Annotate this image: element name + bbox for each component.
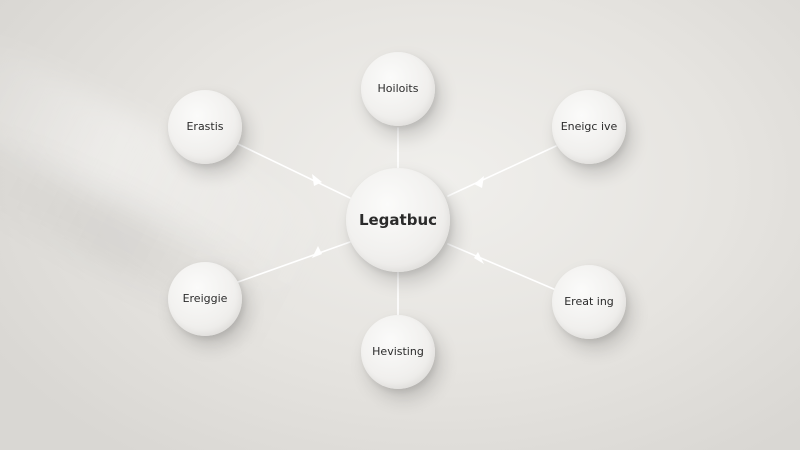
node-top-label: Hoiloits bbox=[377, 81, 419, 95]
connector-top-right bbox=[447, 145, 557, 197]
node-top-left: Erastis bbox=[168, 90, 242, 164]
connector-top-left bbox=[237, 143, 351, 199]
connector-bottom-left bbox=[237, 241, 351, 283]
node-top-left-label: Erastis bbox=[186, 119, 224, 133]
arrowhead-top-left bbox=[312, 174, 322, 186]
connector-bottom-right bbox=[447, 243, 557, 291]
node-bottom-label: Hevisting bbox=[372, 344, 424, 358]
node-bottom-right-label: Ereat ing bbox=[564, 294, 614, 308]
arrowhead-bottom-left bbox=[312, 246, 322, 258]
center-node: Legatbuc bbox=[346, 168, 450, 272]
node-bottom-left-label: Ereiggie bbox=[182, 291, 228, 305]
node-bottom-left: Ereiggie bbox=[168, 262, 242, 336]
arrowhead-bottom-right bbox=[474, 252, 484, 264]
node-top-right: Eneigc ive bbox=[552, 90, 626, 164]
node-top: Hoiloits bbox=[361, 52, 435, 126]
arrowhead-top-right bbox=[474, 176, 484, 188]
node-bottom: Hevisting bbox=[361, 315, 435, 389]
node-bottom-right: Ereat ing bbox=[552, 265, 626, 339]
center-node-label: Legatbuc bbox=[358, 210, 438, 229]
node-top-right-label: Eneigc ive bbox=[560, 119, 618, 133]
